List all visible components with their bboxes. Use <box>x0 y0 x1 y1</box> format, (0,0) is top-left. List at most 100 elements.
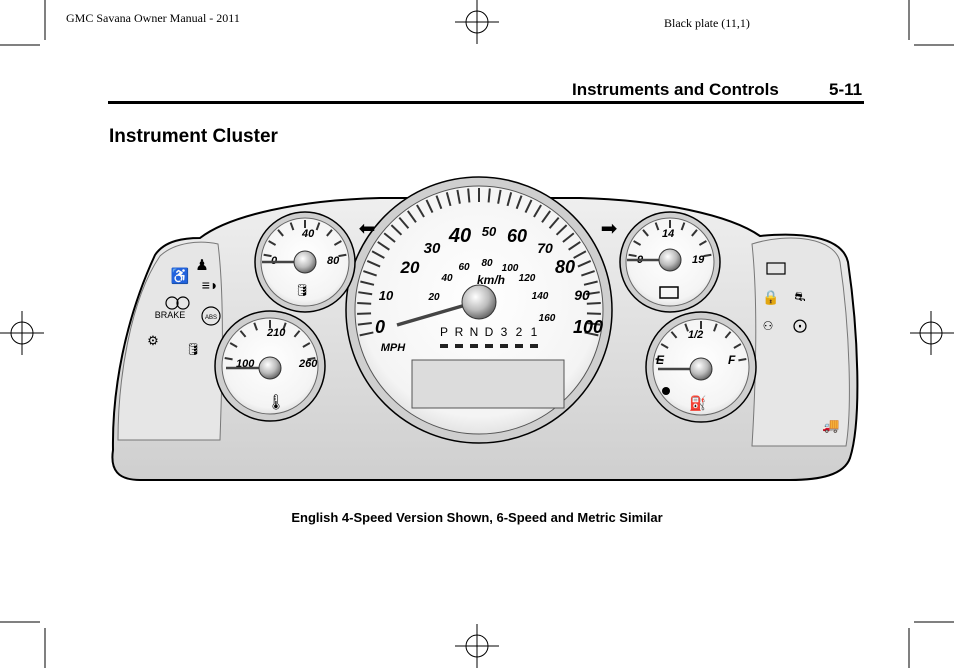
gauge-tick <box>548 216 560 229</box>
kmh-label: 40 <box>440 273 453 284</box>
kmh-unit-label: km/h <box>477 273 505 287</box>
gauge-tick <box>584 331 599 337</box>
mph-label: 20 <box>400 258 420 277</box>
kmh-label: 160 <box>539 313 556 324</box>
gauge-tick <box>583 280 598 286</box>
plate-left-text: GMC Savana Owner Manual - 2011 <box>66 11 240 25</box>
gauge-tick <box>253 322 258 331</box>
parking-brake-icon <box>176 296 190 310</box>
gauge-tick <box>333 240 342 246</box>
volt-mid-label: 14 <box>662 228 674 240</box>
gear-label: D <box>485 325 494 339</box>
gauge-tick <box>586 321 601 326</box>
gauge-tick <box>406 210 417 223</box>
temp-max-label: 260 <box>298 358 318 370</box>
gauge-tick <box>359 331 374 337</box>
gauge-tick <box>425 199 434 213</box>
gauge-tick <box>573 250 587 259</box>
low-fuel-light-icon <box>662 387 670 395</box>
gauge-tick <box>229 342 238 348</box>
speedometer-hub <box>461 284 497 320</box>
gauge-tick <box>224 357 233 361</box>
gauge-tick <box>562 232 575 243</box>
abs-icon <box>201 306 221 326</box>
gauge-tick <box>268 240 277 246</box>
gauge-tick <box>326 229 333 237</box>
speedometer-ticks <box>357 188 601 337</box>
gauge-tick <box>398 216 410 229</box>
brake-label: BRAKE <box>155 310 186 320</box>
gauge-tick <box>358 291 373 296</box>
gauge-tick <box>357 301 372 305</box>
airbag-icon: ♿ <box>171 267 190 285</box>
mph-label: 10 <box>379 288 394 303</box>
mph-label: 90 <box>574 287 590 303</box>
kmh-label: 100 <box>502 263 519 274</box>
tire-pressure-icon: ⨀ <box>793 317 807 333</box>
gauge-tick <box>568 241 581 251</box>
gauge-tick <box>581 270 595 277</box>
gauge-tick <box>555 224 568 236</box>
gauge-tick <box>654 222 660 231</box>
right-indicator-pod <box>751 237 850 447</box>
security-icon: 🔒 <box>762 289 779 306</box>
brake-warning-icon <box>165 296 179 310</box>
arrow-right-icon: ➡ <box>601 218 618 240</box>
gauge-tick <box>703 253 712 258</box>
oil-max-label: 80 <box>327 255 340 267</box>
gauge-tick <box>371 250 385 259</box>
gauge-tick <box>357 321 372 326</box>
mph-label: 70 <box>537 240 553 256</box>
seatbelt-icon: ♟ <box>195 257 208 274</box>
kmh-label: 60 <box>458 262 470 273</box>
page-title: Instrument Cluster <box>109 126 278 147</box>
gauge-tick <box>263 253 272 258</box>
abs-label: ABS <box>205 315 217 321</box>
gauge-tick <box>738 358 747 362</box>
gauge-tick <box>445 192 452 207</box>
service-vehicle-icon: ⚇ <box>763 319 774 333</box>
gauge-tick <box>698 240 707 246</box>
oil-can-icon: 🛢 <box>294 283 309 297</box>
fuel-min-label: E <box>656 353 665 367</box>
kmh-label: 20 <box>427 292 440 303</box>
gear-label: 1 <box>531 325 538 339</box>
gauge-tick <box>289 222 295 231</box>
kmh-label: 80 <box>481 258 493 269</box>
voltmeter-gauge: 14 9 19 <box>619 211 721 313</box>
gear-label: P <box>440 325 448 339</box>
fuel-gauge: 1/2 E F ⛽ <box>645 311 757 423</box>
gauge-tick <box>363 270 377 277</box>
gauge-tick <box>383 232 396 243</box>
gauge-tick <box>435 195 443 210</box>
gear-label: R <box>455 325 464 339</box>
mph-unit-label: MPH <box>381 342 407 354</box>
trailer-icon: 🚚 <box>822 417 839 434</box>
oil-pressure-gauge: 40 0 80 🛢 <box>254 211 356 313</box>
gauge-tick <box>487 188 491 203</box>
gauge-tick <box>724 331 732 339</box>
gear-label: N <box>470 325 479 339</box>
gauge-tick <box>586 301 601 305</box>
gauge-tick <box>338 253 347 258</box>
gauge-tick <box>524 199 533 213</box>
battery-icon <box>659 286 679 299</box>
gauge-tick <box>282 322 287 331</box>
mph-label: 60 <box>507 226 527 246</box>
gauge-tick <box>377 241 390 251</box>
gear-label: 2 <box>516 325 523 339</box>
gauge-tick <box>670 331 678 339</box>
gauge-tick <box>533 204 542 218</box>
mph-label: 80 <box>555 257 575 277</box>
gauge-tick <box>390 224 403 236</box>
mph-label: 30 <box>424 240 441 257</box>
gauge-tick <box>239 330 247 338</box>
fuel-pump-icon: ⛽ <box>689 395 706 412</box>
mph-label: 0 <box>375 317 385 337</box>
mph-label: 50 <box>482 224 497 239</box>
gauge-tick <box>628 253 637 258</box>
mph-label: 100 <box>573 317 603 337</box>
